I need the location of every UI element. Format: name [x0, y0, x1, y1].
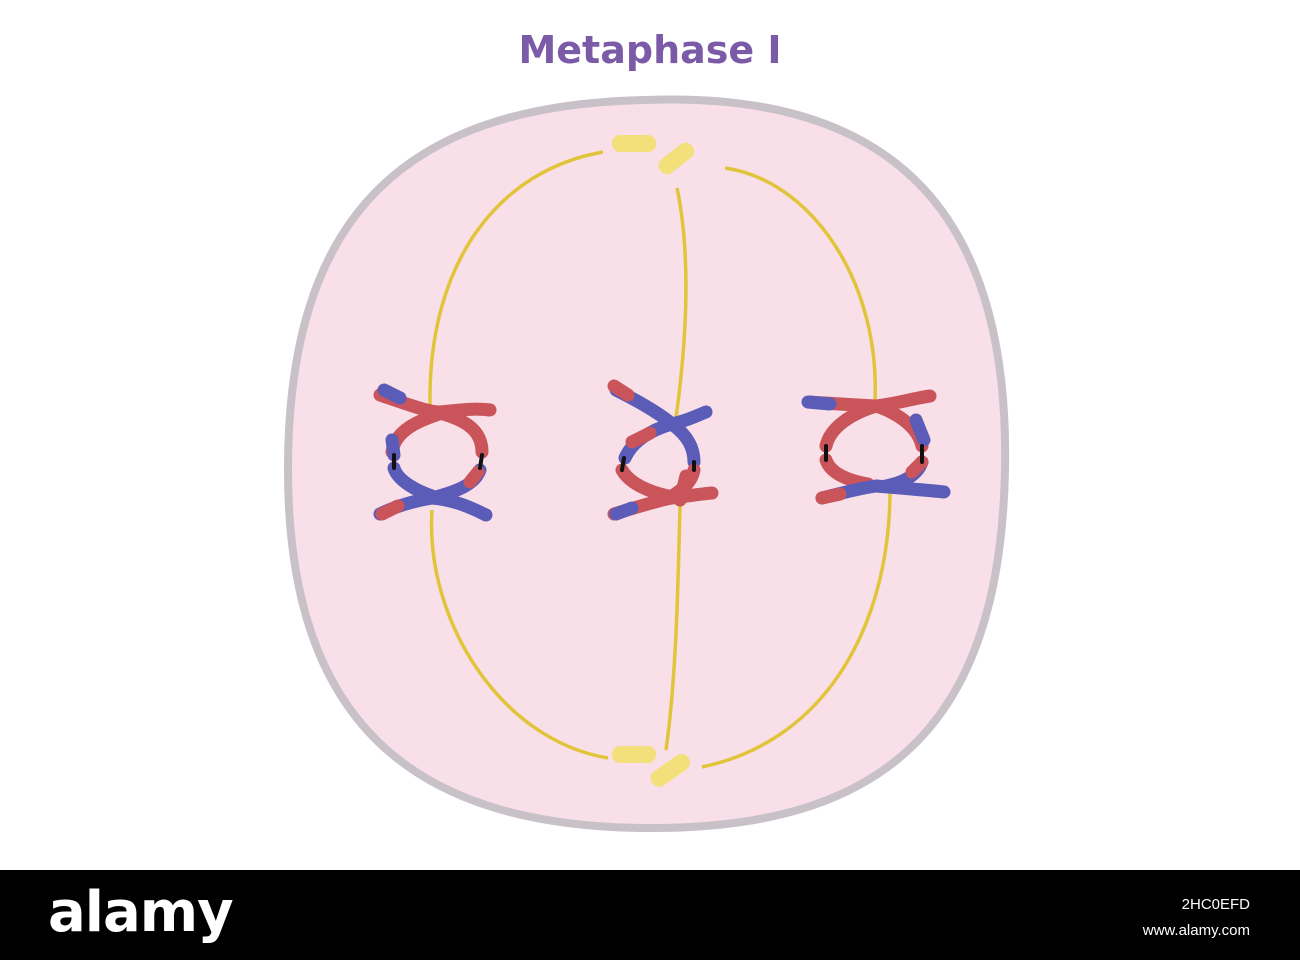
centromere-link [824, 444, 924, 464]
chromatid [607, 379, 635, 402]
chromatid [673, 469, 693, 507]
centrosome-bottom [612, 746, 691, 787]
chromatid [385, 433, 401, 462]
centromere-link [392, 453, 484, 470]
chromatid [815, 487, 847, 505]
spindle-fiber-center-upper [674, 187, 688, 419]
spindle-fiber-right-lower [701, 489, 892, 769]
watermark-footer: alamy 2HC0EFD www.alamy.com [0, 870, 1300, 960]
site-url: www.alamy.com [1142, 922, 1250, 939]
spindle-fiber-left-lower [429, 509, 609, 760]
metaphase-diagram [283, 95, 1010, 833]
centriole [658, 142, 695, 175]
watermark-info: 2HC0EFD www.alamy.com [1143, 892, 1250, 944]
chromatid [375, 499, 405, 521]
centriole [612, 135, 656, 152]
bivalent-center [607, 379, 719, 521]
spindle-fiber-left-upper [428, 150, 604, 406]
chromatid [819, 399, 883, 453]
chromatid [665, 417, 701, 469]
chromatid [905, 455, 929, 479]
chromatid [463, 465, 485, 489]
diagram-title: Metaphase I [518, 28, 782, 72]
bivalent-left [373, 383, 497, 522]
centriole [650, 753, 691, 787]
watermark-logo: alamy [48, 880, 234, 945]
chromatid [801, 395, 837, 411]
spindle-fiber-center-lower [664, 504, 682, 751]
centriole [612, 746, 656, 763]
chromatid [433, 406, 489, 459]
chromatid [909, 413, 931, 447]
chromatid [609, 501, 639, 521]
centromere-link [620, 456, 696, 472]
bivalent-right [801, 389, 951, 505]
image-id: 2HC0EFD [1181, 896, 1250, 913]
spindle-fibers [428, 150, 892, 769]
chromatid [377, 383, 407, 405]
cell-membrane [283, 95, 1010, 833]
chromatid [625, 426, 657, 449]
spindle-fiber-right-upper [724, 166, 877, 401]
centrosome-top [612, 135, 695, 175]
